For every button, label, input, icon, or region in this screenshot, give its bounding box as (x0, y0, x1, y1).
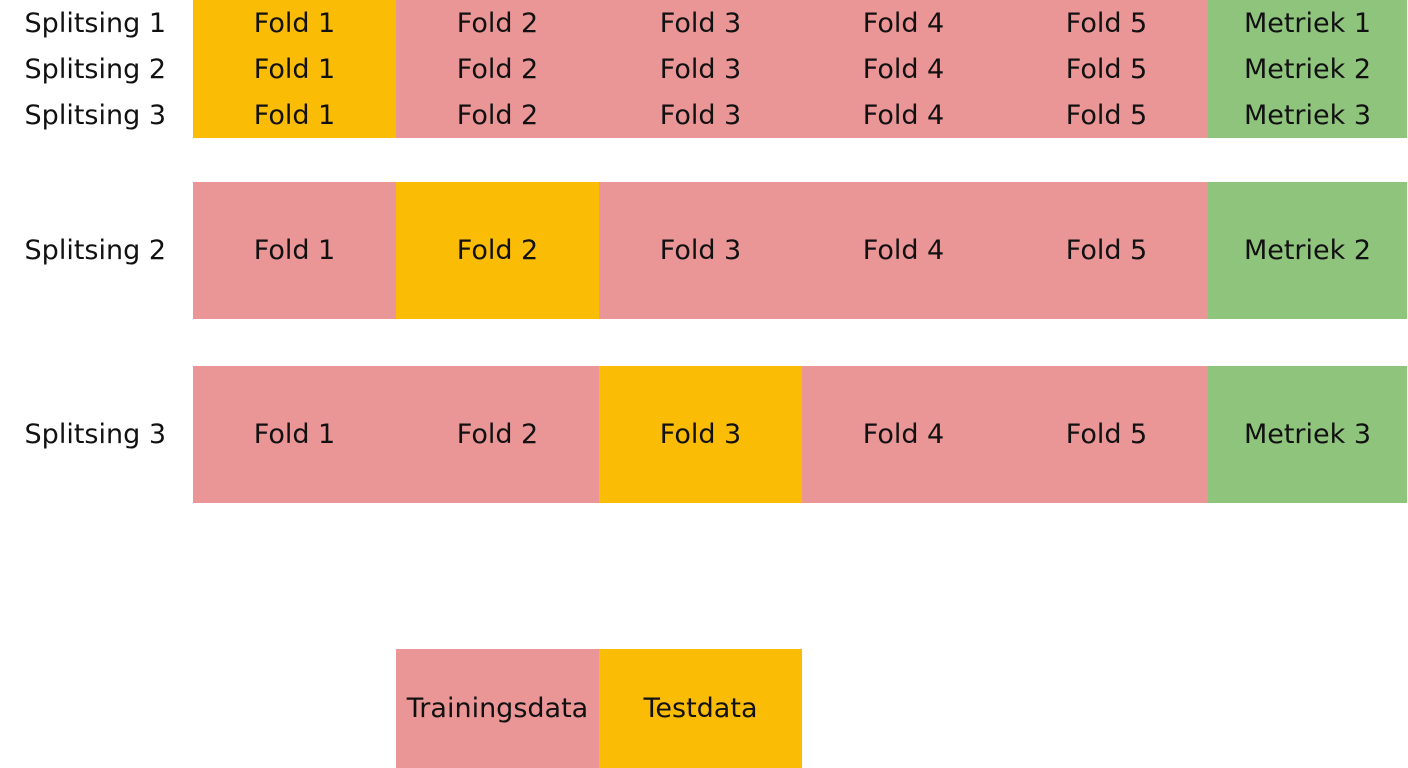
split-label-1: Splitsing 1 (24, 7, 166, 39)
fold-cell: Fold 5 (1065, 7, 1148, 39)
fold-label: Fold 1 (253, 419, 336, 450)
split-label-3: Splitsing 3 (24, 99, 166, 131)
fold-cell: Fold 3 (659, 99, 742, 131)
fold-cell: Fold 4 (862, 53, 945, 85)
split-block-3: Fold 1 Fold 2 Fold 3 Fold 4 Fold 5 Metri… (193, 366, 1407, 503)
fold-1-column: Fold 1 Fold 1 Fold 1 (193, 0, 396, 138)
fold-cell: Fold 1 (253, 7, 336, 39)
fold-5-column: Fold 5 Fold 5 Fold 5 (1005, 0, 1208, 138)
metric-label: Metriek 3 (1243, 419, 1372, 450)
fold-label: Fold 3 (659, 419, 742, 450)
fold-2-column: Fold 2 Fold 2 Fold 2 (396, 0, 599, 138)
fold-cell: Fold 2 (456, 53, 539, 85)
legend: Trainingsdata Testdata (396, 649, 802, 768)
fold-3-cell: Fold 3 (599, 182, 802, 319)
fold-cell: Fold 2 (456, 99, 539, 131)
legend-training: Trainingsdata (396, 649, 599, 768)
fold-5-cell: Fold 5 (1005, 182, 1208, 319)
fold-3-column: Fold 3 Fold 3 Fold 3 (599, 0, 802, 138)
fold-2-cell: Fold 2 (396, 182, 599, 319)
fold-1-cell: Fold 1 (193, 182, 396, 319)
fold-cell: Fold 1 (253, 53, 336, 85)
split-label-2: Splitsing 2 (24, 53, 166, 85)
fold-label: Fold 4 (862, 235, 945, 266)
split-labels-block2: Splitsing 2 (0, 182, 188, 319)
fold-cell: Fold 4 (862, 7, 945, 39)
split-labels-block1: Splitsing 1 Splitsing 2 Splitsing 3 (0, 0, 188, 138)
fold-cell: Fold 5 (1065, 99, 1148, 131)
fold-2-cell: Fold 2 (396, 366, 599, 503)
fold-5-cell: Fold 5 (1005, 366, 1208, 503)
fold-cell: Fold 5 (1065, 53, 1148, 85)
fold-1-cell: Fold 1 (193, 366, 396, 503)
fold-label: Fold 4 (862, 419, 945, 450)
fold-3-cell: Fold 3 (599, 366, 802, 503)
split-label: Splitsing 3 (24, 419, 166, 450)
fold-4-cell: Fold 4 (802, 182, 1005, 319)
fold-label: Fold 2 (456, 419, 539, 450)
metric-label: Metriek 2 (1243, 235, 1372, 266)
metric-cell: Metriek 3 (1208, 366, 1407, 503)
fold-label: Fold 3 (659, 235, 742, 266)
split-block-2: Fold 1 Fold 2 Fold 3 Fold 4 Fold 5 Metri… (193, 182, 1407, 319)
split-labels-block3: Splitsing 3 (0, 366, 188, 503)
fold-cell: Fold 4 (862, 99, 945, 131)
fold-cell: Fold 2 (456, 7, 539, 39)
fold-cell: Fold 3 (659, 53, 742, 85)
fold-label: Fold 1 (253, 235, 336, 266)
split-label: Splitsing 2 (24, 235, 166, 266)
fold-4-cell: Fold 4 (802, 366, 1005, 503)
fold-cell: Fold 3 (659, 7, 742, 39)
metric-cell: Metriek 3 (1243, 99, 1372, 131)
legend-test: Testdata (599, 649, 802, 768)
fold-4-column: Fold 4 Fold 4 Fold 4 (802, 0, 1005, 138)
fold-label: Fold 5 (1065, 235, 1148, 266)
metric-cell: Metriek 2 (1208, 182, 1407, 319)
fold-cell: Fold 1 (253, 99, 336, 131)
metric-column: Metriek 1 Metriek 2 Metriek 3 (1208, 0, 1407, 138)
fold-label: Fold 2 (456, 235, 539, 266)
metric-cell: Metriek 2 (1243, 53, 1372, 85)
split-block-1: Fold 1 Fold 1 Fold 1 Fold 2 Fold 2 Fold … (193, 0, 1407, 138)
fold-label: Fold 5 (1065, 419, 1148, 450)
metric-cell: Metriek 1 (1243, 7, 1372, 39)
